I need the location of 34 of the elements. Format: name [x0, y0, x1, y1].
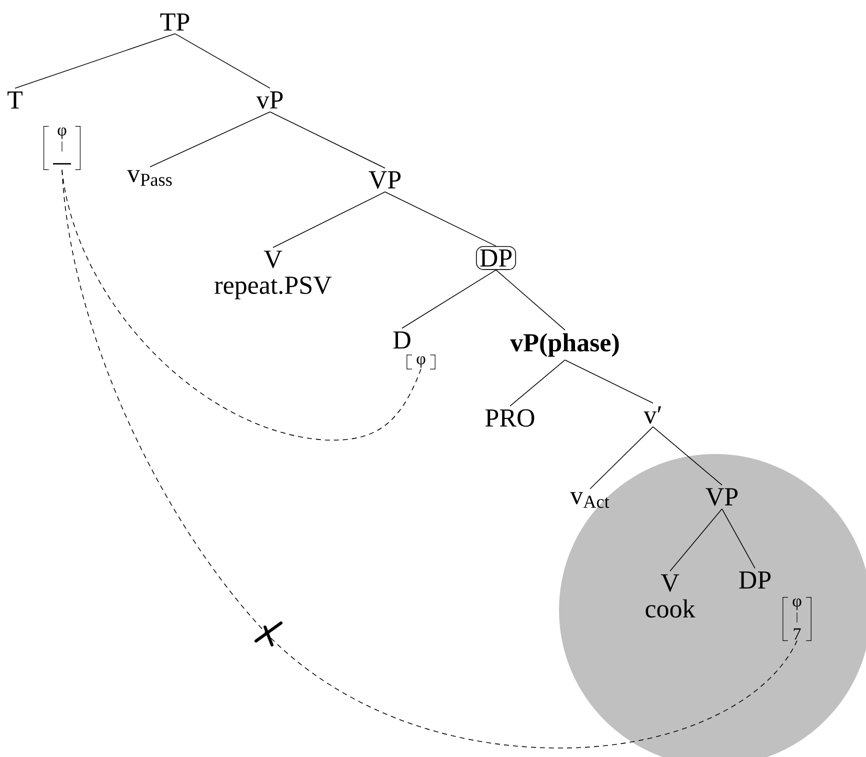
category-label: VP — [368, 171, 401, 189]
category-label: vP — [256, 91, 283, 109]
tree-branch — [670, 508, 722, 572]
category-label: VP — [706, 488, 738, 506]
category-label: PRO — [485, 409, 534, 427]
category-label: T — [8, 91, 22, 108]
category-label: DP — [739, 571, 771, 589]
category-label: V repeat.PSV — [214, 250, 332, 300]
tree-branch — [722, 508, 756, 569]
tree-branch — [652, 426, 722, 486]
category-label: v′ — [644, 406, 662, 424]
category-label: v$_{Act}$ — [570, 492, 610, 508]
category-label: D — [393, 331, 410, 349]
tree-branch — [270, 111, 386, 168]
tree-branch — [510, 360, 566, 406]
tree-branch — [174, 33, 270, 89]
boxed-category-label: DP — [476, 246, 516, 270]
dashed-curve — [62, 169, 422, 440]
feature-bracket: φ — [44, 126, 80, 170]
category-label: V cook — [646, 574, 696, 618]
tree-branch — [496, 270, 566, 330]
tree-branch — [272, 192, 386, 248]
feature-bracket: φ 7 — [782, 597, 812, 642]
phase-label: vP(phase) — [510, 333, 619, 357]
category-label: v$_{Pass}$ — [127, 170, 172, 186]
tree-branch — [384, 192, 496, 246]
dashed-curve — [62, 169, 798, 748]
category-label: TP — [160, 13, 190, 30]
feature-bracket: φ — [406, 354, 436, 370]
tree-branch — [590, 426, 654, 490]
tree-branch — [564, 360, 654, 404]
tree-branch — [14, 33, 176, 89]
tree-branch — [150, 111, 270, 168]
tree-branch — [402, 270, 496, 329]
